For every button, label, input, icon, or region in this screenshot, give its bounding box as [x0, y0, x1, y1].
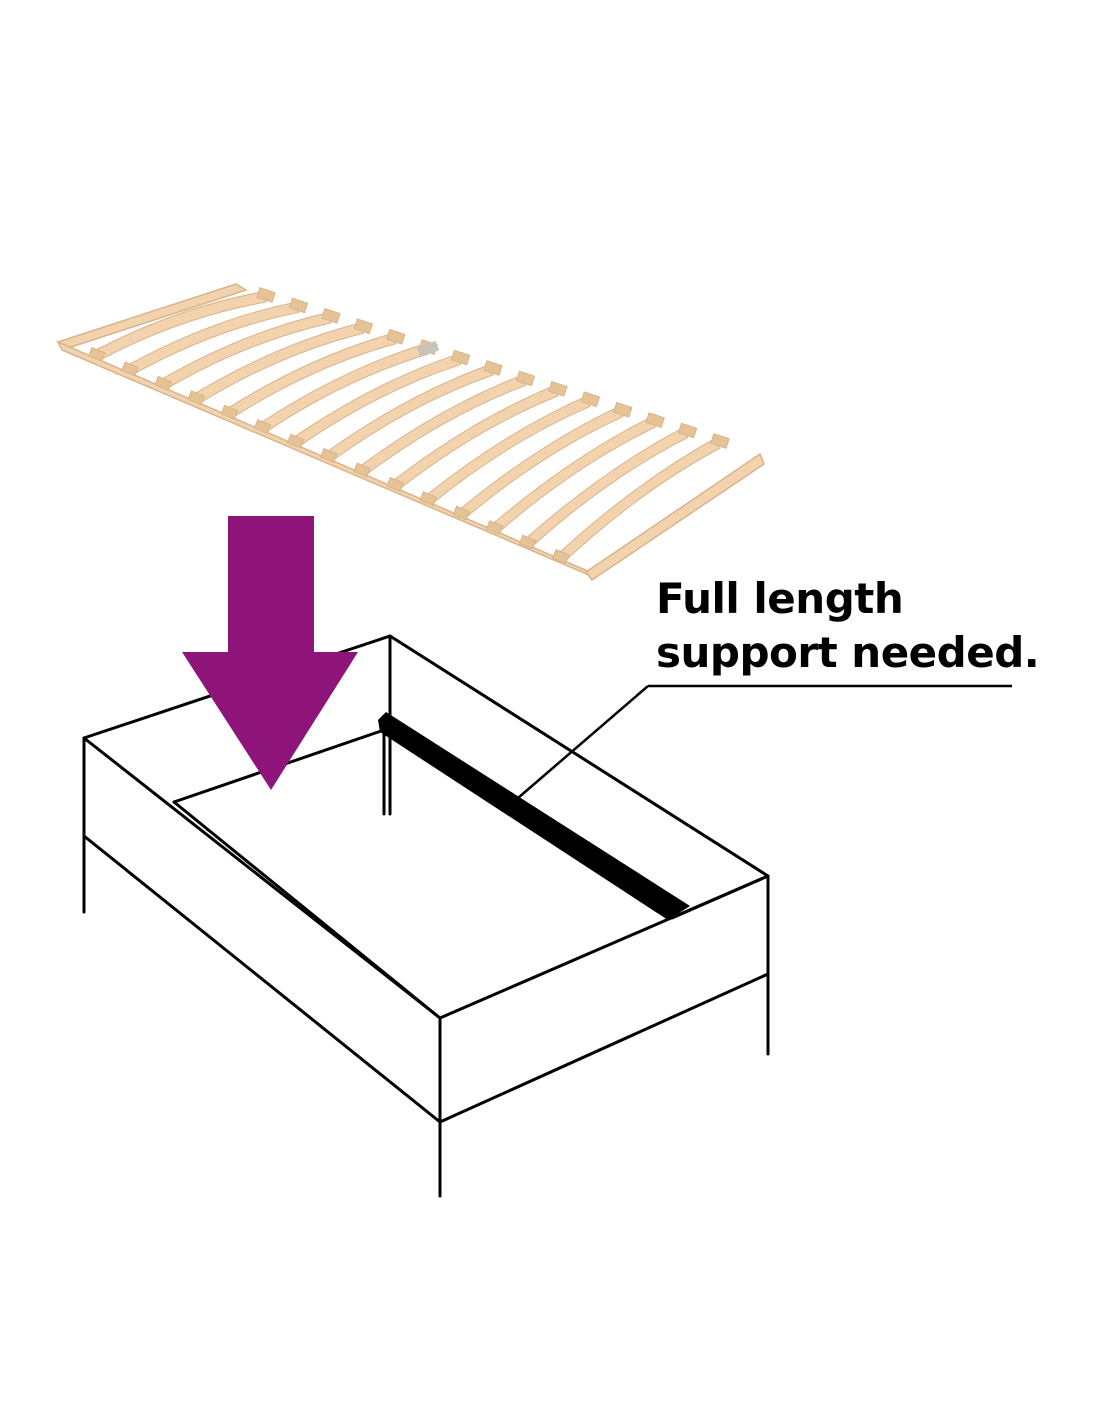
slat-clip — [154, 375, 172, 391]
slat-clip — [518, 534, 537, 550]
slat-clip — [548, 380, 568, 397]
wooden-slat — [95, 291, 267, 361]
slat-clip — [321, 307, 341, 324]
slat-clip — [580, 391, 601, 408]
slat-clip — [551, 549, 570, 564]
callout-line-2: support needed. — [656, 628, 1040, 677]
wooden-slat — [559, 437, 721, 563]
slat-clip — [288, 297, 309, 314]
callout-text: Full length support needed. — [656, 572, 1040, 680]
frame-label-tag — [416, 340, 440, 358]
down-arrow-icon — [182, 516, 358, 790]
slat-clip — [353, 318, 374, 335]
wooden-slat — [294, 353, 462, 448]
slat-clip — [187, 390, 206, 406]
slat-clip — [253, 419, 272, 435]
slat-clip — [710, 433, 730, 449]
slatted-frame-icon — [56, 283, 765, 582]
wooden-slat — [128, 301, 300, 376]
bed-frame-front-top-edge — [82, 736, 770, 1020]
slat-clip — [677, 422, 698, 439]
slat-clip — [452, 505, 471, 521]
slat-clip — [483, 360, 503, 376]
wooden-slat — [493, 416, 656, 534]
wooden-slat — [194, 322, 364, 405]
slat-clip — [450, 349, 471, 366]
slat-clip — [353, 462, 371, 478]
slat-clip — [286, 433, 305, 449]
wooden-slat — [393, 385, 559, 491]
frame-rail-back — [56, 283, 248, 349]
slat-clip — [419, 491, 438, 507]
slat-clip — [515, 370, 536, 387]
support-beam — [378, 712, 690, 920]
wooden-slat — [459, 406, 624, 520]
callout-line-1: Full length — [656, 574, 904, 623]
bed-frame-right-bottom — [438, 972, 770, 1124]
bed-frame-inner-left — [172, 800, 442, 1020]
wooden-slat — [161, 312, 332, 390]
slat-clip — [256, 287, 276, 303]
bed-frame-left-bottom — [82, 834, 442, 1124]
wooden-slat — [227, 333, 397, 419]
bed-frame-icon — [82, 634, 770, 1198]
slat-clip — [386, 476, 404, 492]
wooden-slat — [526, 426, 689, 549]
slat-clip — [121, 361, 139, 377]
slat-clip — [385, 328, 406, 345]
wooden-slat — [426, 395, 591, 506]
bed-frame-inner-front — [670, 874, 770, 920]
callout-leader — [517, 684, 1012, 799]
slat-clip — [612, 401, 633, 418]
wooden-slat — [360, 374, 527, 477]
slat-clip — [485, 520, 504, 536]
frame-rail-front — [584, 452, 765, 582]
wooden-slat — [327, 364, 494, 462]
slat-clip — [220, 404, 239, 420]
slat-clip — [319, 448, 338, 463]
slat-clip — [87, 347, 106, 362]
slat-clip — [645, 412, 665, 429]
